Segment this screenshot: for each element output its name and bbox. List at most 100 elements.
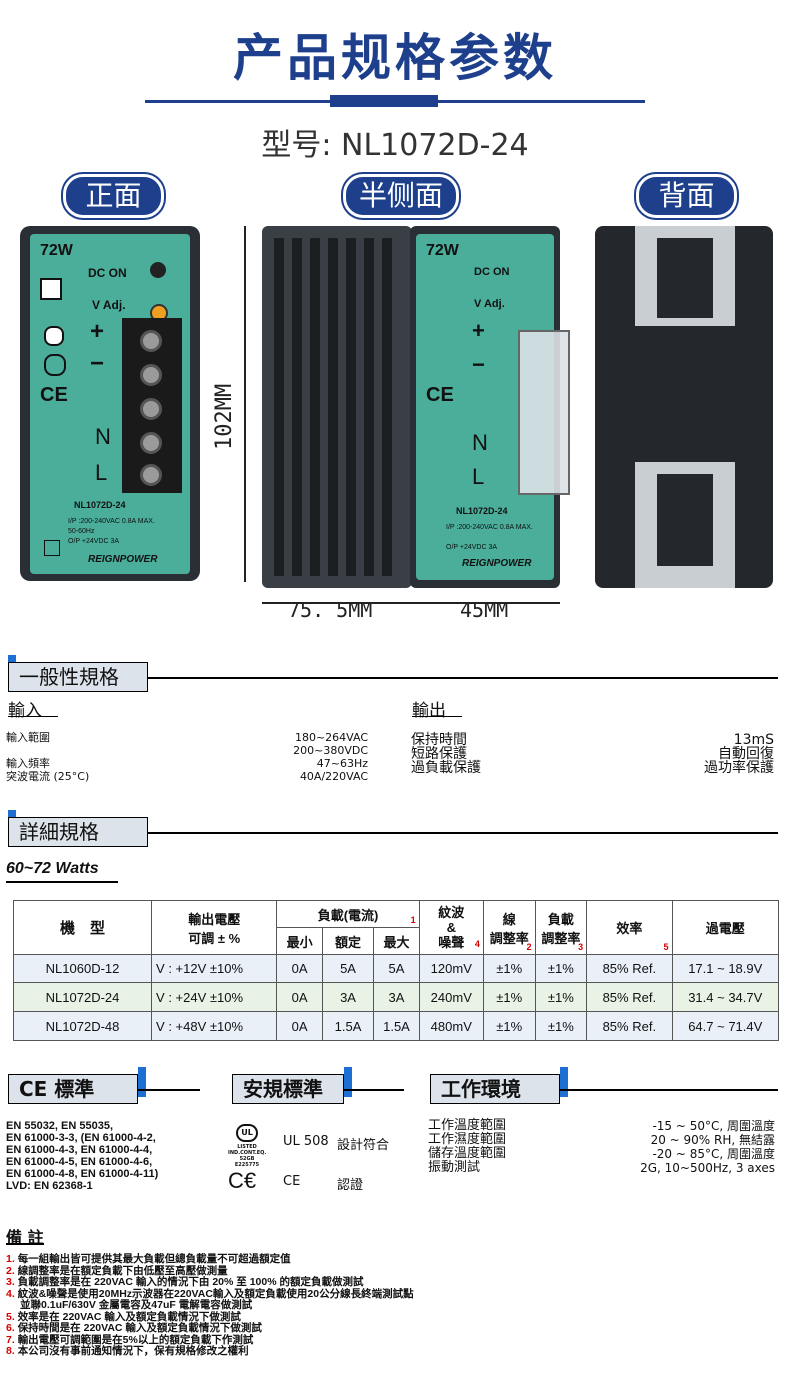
ce-standard: EN 55032, EN 55035, [6, 1120, 114, 1132]
watt-range: 60~72 Watts [6, 860, 99, 877]
input-frequency-label: 輸入頻率 [6, 757, 50, 770]
ul-logo-line: LISTED [237, 1144, 257, 1150]
section-marker [560, 1067, 568, 1097]
overload-label: 過負載保護 [411, 760, 481, 776]
note-number: 4. [6, 1287, 15, 1300]
screw-icon [140, 432, 162, 454]
note-item: 3. 負載調整率是在 220VAC 輸入的情況下由 20% 至 100% 的額定… [6, 1276, 414, 1289]
note-number: 2. [6, 1264, 15, 1277]
terminal-block [122, 318, 182, 493]
n-label: N [95, 424, 111, 449]
footnote-1: 1 [410, 915, 416, 925]
device-model: NL1072D-24 [74, 500, 126, 510]
watt-label: 72W [426, 242, 459, 259]
minus-label: − [90, 350, 105, 377]
table-row: NL1072D-48 V : +48V ±10% 0A 1.5A 1.5A 48… [12, 1011, 779, 1041]
load-label: 負載 [547, 911, 574, 927]
note-item: 5. 效率是在 220VAC 輸入及額定負載情況下做測試 [6, 1310, 414, 1324]
note-number: 3. [6, 1276, 15, 1288]
table-row: NL1072D-24 V : +24V ±10% 0A 3A 3A 240mV … [12, 982, 779, 1012]
table-cell: 480mV [418, 1011, 484, 1041]
note-number: 8. [6, 1345, 15, 1357]
env-value: 20 ~ 90% RH, 無結露 [650, 1133, 775, 1147]
short-circuit-label: 短路保護 [411, 746, 467, 762]
note-text: 本公司沒有事前通知情況下，保有規格修改之權利 [17, 1345, 249, 1357]
section-rule [138, 1089, 200, 1091]
table-cell: 1.5A [321, 1011, 375, 1041]
table-cell: 85% Ref. [586, 954, 673, 983]
table-cell: ±1% [534, 954, 588, 983]
output-title: 輸出 [412, 701, 446, 721]
detail-section-title: 詳細規格 [8, 817, 148, 847]
note-text: 效率是在 220VAC 輸入及額定負載情況下做測試 [17, 1310, 241, 1323]
table-cell: 1.5A [373, 1011, 420, 1041]
output-underline [412, 716, 462, 717]
short-circuit-value: 自動回復 [718, 746, 774, 762]
back-view-label: 背面 [636, 174, 737, 218]
brand-name: REIGNPOWER [88, 554, 158, 565]
overload-value: 過功率保護 [704, 760, 774, 776]
back-device-image [595, 226, 773, 588]
clip-gap [657, 474, 713, 566]
env-section-title: 工作環境 [430, 1074, 560, 1104]
note-item: 7. 輸出電壓可調範圍是在5%以上的額定負載下作測試 [6, 1334, 414, 1347]
input-dc-range-value: 200~380VDC [293, 744, 368, 757]
side-view-label: 半侧面 [343, 174, 459, 218]
ce-standard: LVD: EN 62368-1 [6, 1180, 93, 1192]
width-dimension-line [262, 602, 560, 604]
env-value: -15 ~ 50°C, 周圍溫度 [652, 1119, 775, 1133]
ce-standards-list: EN 55032, EN 55035, EN 61000-3-3, (EN 61… [6, 1120, 158, 1192]
ce-logo-icon: C€ [228, 1168, 257, 1193]
col-ovp: 過電壓 [671, 900, 779, 955]
output-voltage-label: 輸出電壓 [188, 911, 241, 927]
n-label: N [472, 430, 488, 455]
table-cell: NL1072D-48 [12, 1011, 153, 1041]
v-adj-label: V Adj. [92, 298, 126, 312]
terminal-cover [518, 330, 570, 495]
section-rule [344, 1089, 404, 1091]
ce-mark: CE [426, 384, 454, 406]
l-label: L [472, 464, 485, 489]
env-values: -15 ~ 50°C, 周圍溫度 20 ~ 90% RH, 無結露 -20 ~ … [590, 1119, 775, 1175]
note-number: 1. [6, 1253, 15, 1265]
ripple-label: 紋波 [438, 905, 465, 920]
height-dimension-line [244, 226, 246, 582]
page-title: 产品规格参数 [233, 29, 557, 87]
ampersand-label: & [446, 920, 456, 935]
table-cell: 5A [321, 954, 375, 983]
table-cell: ±1% [534, 1011, 588, 1041]
ce-standard: EN 61000-3-3, (EN 61000-4-2, [6, 1132, 156, 1144]
col-min: 最小 [276, 927, 323, 955]
hold-up-time-label: 保持時間 [411, 732, 467, 748]
screw-icon [140, 464, 162, 486]
front-panel: 72W DC ON V Adj. + − CE N L NL1072D-24 I… [30, 234, 190, 574]
model-number: 型号: NL1072D-24 [261, 128, 529, 163]
device-model: NL1072D-24 [456, 506, 508, 516]
vent-slot [292, 238, 302, 576]
l-label: L [95, 460, 108, 485]
vent-slot [310, 238, 320, 576]
note-text: 負載調整率是在 220VAC 輸入的情況下由 20% 至 100% 的額定負載做… [17, 1276, 364, 1288]
side-device-image [262, 226, 412, 588]
vent-slot [274, 238, 284, 576]
watt-label: 72W [40, 242, 73, 259]
footnote-5: 5 [663, 942, 669, 952]
adjustable-label: 可調 ± % [188, 930, 241, 946]
width-dimension: 75. 5MM [288, 598, 373, 622]
regulation-label: 調整率 [541, 930, 581, 946]
note-text: 線調整率是在額定負載下由低壓至高壓做測量 [17, 1264, 228, 1277]
note-item: 4. 紋波&噪聲是使用20MHz示波器在220VAC輸入及額定負載使用20公分線… [6, 1287, 414, 1301]
table-row: NL1060D-12 V : +12V ±10% 0A 5A 5A 120mV … [12, 954, 779, 983]
vent-slot [346, 238, 356, 576]
inrush-current-value: 40A/220VAC [299, 770, 368, 783]
pb-free-icon [44, 354, 66, 376]
note-item: 6. 保持時間是在 220VAC 輸入及額定負載情況下做測試 [6, 1322, 414, 1335]
col-rated: 額定 [321, 927, 375, 955]
plus-label: + [472, 318, 485, 343]
env-value: 2G, 10~500Hz, 3 axes [640, 1161, 775, 1175]
table-cell: V : +48V ±10% [151, 1011, 278, 1041]
note-number: 6. [6, 1322, 15, 1334]
output-rating: O/P +24VDC 3A [446, 544, 498, 551]
